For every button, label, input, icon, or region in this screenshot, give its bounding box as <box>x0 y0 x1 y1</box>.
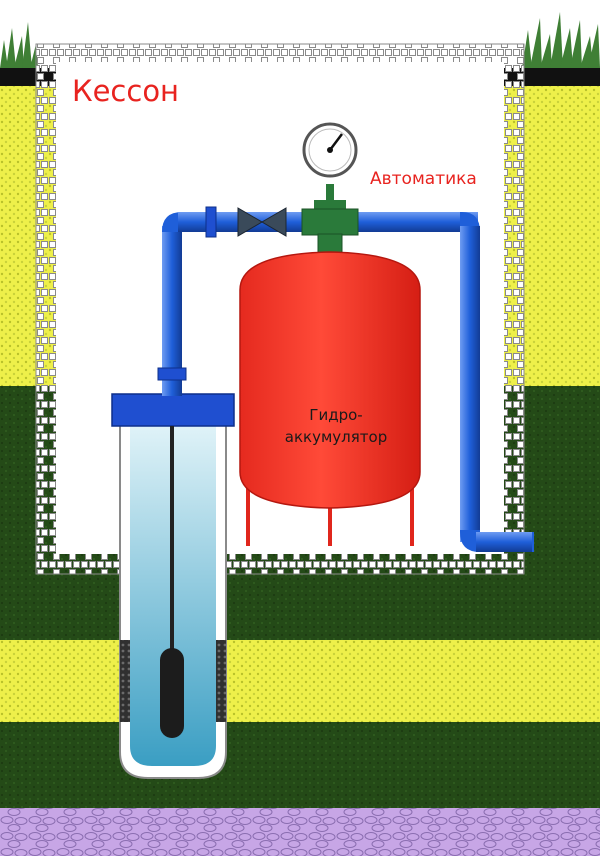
submersible-pump-icon <box>160 648 184 738</box>
well-filter-left <box>120 640 130 722</box>
accumulator-label-line2: аккумулятор <box>284 428 388 446</box>
riser-pipe <box>162 226 182 396</box>
caisson-label: Кессон <box>72 74 180 108</box>
shutoff-valve-icon <box>237 207 287 237</box>
automation-fitting <box>301 184 359 255</box>
outlet-pipe-end <box>476 532 532 552</box>
pipe-coupling <box>205 206 217 238</box>
automation-label: Автоматика <box>370 169 477 189</box>
outlet-pipe <box>460 226 480 542</box>
accumulator-label-line1: Гидро- <box>309 406 363 424</box>
accumulator-label: Гидро- аккумулятор <box>256 404 416 448</box>
well-filter-right <box>216 640 226 722</box>
riser-coupling <box>157 367 187 381</box>
hydro-accumulator-tank <box>239 251 421 546</box>
well-casing <box>111 393 235 779</box>
grass-left-icon <box>0 22 38 68</box>
pressure-gauge-icon <box>302 122 358 178</box>
well-head-cap <box>111 393 235 427</box>
